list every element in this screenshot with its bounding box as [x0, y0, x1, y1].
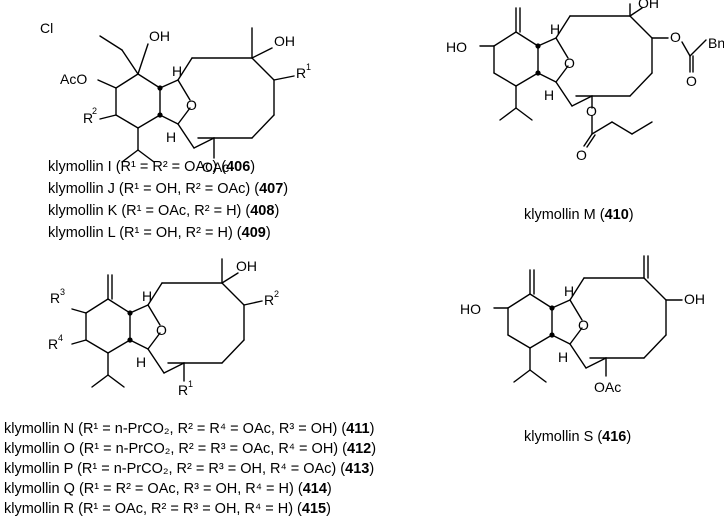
compound-number: 409	[241, 225, 266, 241]
atom-ho: HO	[460, 301, 481, 317]
compound-name: klymollin J	[48, 181, 115, 197]
atom-h: H	[142, 288, 152, 304]
compound-name: klymollin L	[48, 225, 116, 241]
atom-o: O	[670, 29, 681, 45]
caption-415: klymollin R (R¹ = OAc, R² = R³ = OH, R⁴ …	[4, 501, 331, 517]
compound-name: klymollin N	[4, 421, 75, 437]
compound-number: 407	[259, 181, 284, 197]
atom-o: O	[686, 73, 697, 89]
compound-name: klymollin M	[524, 207, 596, 223]
compound-name: klymollin S	[524, 429, 594, 445]
atom-oh: OH	[638, 0, 659, 11]
caption-407: klymollin J (R¹ = OH, R² = OAc) (407)	[48, 181, 289, 197]
atom-oh: OH	[149, 28, 170, 44]
caption-409: klymollin L (R¹ = OH, R² = H) (409)	[48, 225, 271, 241]
compound-number: 416	[602, 429, 627, 445]
compound-substituents: (R¹ = OH, R² = H)	[119, 225, 233, 241]
compound-substituents: (R¹ = OAc, R² = H)	[121, 203, 242, 219]
structure-411-415: R 3 R 4 OH R 2 O H H R 1	[48, 258, 279, 398]
caption-412: klymollin O (R¹ = n-PrCO₂, R² = R³ = OAc…	[4, 441, 377, 457]
compound-number: 410	[604, 207, 629, 223]
compound-number: 411	[346, 421, 370, 437]
structure-416: HO OH O H H OAc	[460, 255, 705, 395]
atom-h: H	[136, 354, 146, 370]
structure-406-409: Cl OH AcO R 2 OH R 1 O H H OAc	[40, 20, 311, 175]
caption-410: klymollin M (410)	[524, 207, 634, 223]
atom-aco: AcO	[60, 71, 87, 87]
atom-cl: Cl	[40, 20, 53, 36]
atom-h: H	[558, 349, 568, 365]
atom-o: O	[578, 317, 589, 333]
compound-name: klymollin O	[4, 441, 75, 457]
atom-r: R	[50, 290, 60, 306]
atom-oac: OAc	[594, 379, 621, 395]
atom-r2-index: 2	[274, 289, 279, 299]
caption-408: klymollin K (R¹ = OAc, R² = H) (408)	[48, 203, 280, 219]
atom-r: R	[264, 292, 274, 308]
atom-r4-index: 4	[58, 333, 63, 343]
compound-substituents: (R¹ = R² = OAc, R³ = OH, R⁴ = H)	[78, 481, 294, 497]
compound-substituents: (R¹ = R² = OAc)	[115, 159, 218, 175]
compound-name: klymollin P	[4, 461, 74, 477]
compound-number: 408	[250, 203, 275, 219]
atom-oac: OAc	[202, 159, 229, 175]
atom-oh: OH	[684, 291, 705, 307]
atom-r1-index: 1	[306, 62, 311, 72]
atom-oh: OH	[274, 33, 295, 49]
atom-r2-index: 2	[92, 106, 97, 116]
atom-bn: Bn	[708, 35, 724, 51]
compound-name: klymollin Q	[4, 481, 75, 497]
compound-number: 406	[226, 159, 251, 175]
compound-substituents: (R¹ = OAc, R² = R³ = OH, R⁴ = H)	[78, 501, 294, 517]
compound-substituents: (R¹ = n-PrCO₂, R² = R³ = OH, R⁴ = OAc)	[77, 461, 337, 477]
atom-o: O	[156, 322, 167, 338]
caption-413: klymollin P (R¹ = n-PrCO₂, R² = R³ = OH,…	[4, 461, 375, 477]
atom-o: O	[586, 103, 597, 119]
compound-name: klymollin R	[4, 501, 75, 517]
compound-number: 413	[345, 461, 370, 477]
atom-r: R	[83, 110, 93, 126]
atom-ho: HO	[446, 39, 467, 55]
compound-substituents: (R¹ = n-PrCO₂, R² = R⁴ = OAc, R³ = OH)	[78, 421, 338, 437]
atom-r: R	[296, 65, 306, 81]
atom-r3-index: 3	[60, 287, 65, 297]
compound-number: 412	[347, 441, 372, 457]
compound-number: 415	[301, 501, 327, 517]
atom-o: O	[186, 97, 197, 113]
compound-name: klymollin K	[48, 203, 118, 219]
atom-r: R	[178, 382, 188, 398]
atom-h: H	[564, 283, 574, 299]
atom-r1-index: 1	[188, 379, 193, 389]
atom-o: O	[576, 147, 587, 163]
atom-oh: OH	[236, 258, 257, 274]
atom-o: O	[564, 55, 575, 71]
atom-r: R	[48, 336, 58, 352]
compound-name: klymollin I	[48, 159, 112, 175]
atom-h: H	[172, 63, 182, 79]
caption-416: klymollin S (416)	[524, 429, 632, 445]
structure-410: HO OH O Bn O O H H O O	[446, 0, 724, 163]
atom-h: H	[166, 129, 176, 145]
compound-substituents: (R¹ = OH, R² = OAc)	[118, 181, 251, 197]
compound-substituents: (R¹ = n-PrCO₂, R² = R³ = OAc, R⁴ = OH)	[78, 441, 339, 457]
caption-411: klymollin N (R¹ = n-PrCO₂, R² = R⁴ = OAc…	[4, 421, 375, 437]
compound-number: 414	[302, 481, 327, 497]
atom-h: H	[544, 87, 554, 103]
caption-414: klymollin Q (R¹ = R² = OAc, R³ = OH, R⁴ …	[4, 481, 332, 497]
atom-h: H	[550, 21, 560, 37]
caption-406: klymollin I (R¹ = R² = OAc) (406)	[48, 159, 256, 175]
